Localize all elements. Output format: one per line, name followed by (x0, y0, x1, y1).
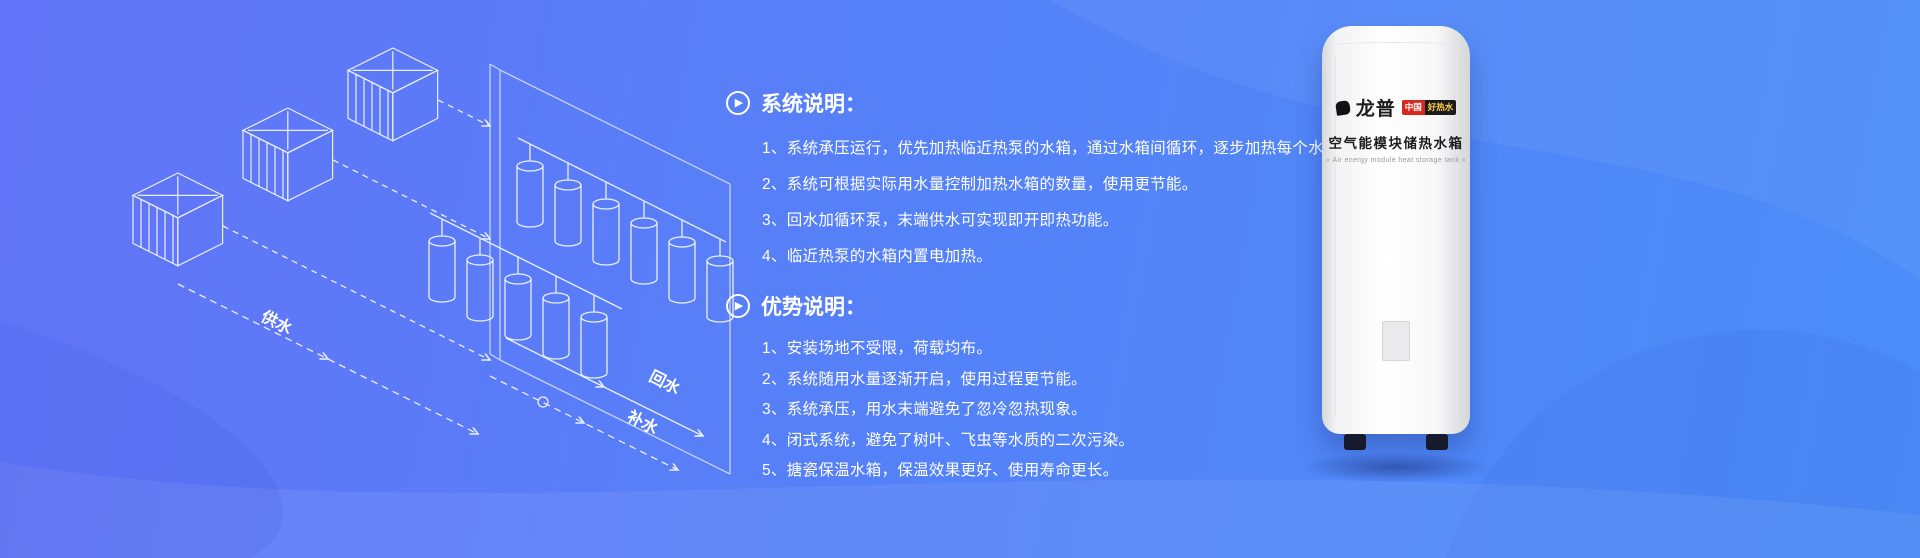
description-item: 3、回水加循环泵，末端供水可实现即开即热功能。 (762, 212, 1119, 229)
section-heading: 优势说明： (761, 296, 866, 319)
heat-pump-unit (347, 47, 439, 142)
product-title: 空气能模块储热水箱 (1328, 136, 1464, 151)
tank-row-back (516, 137, 734, 323)
heat-pump-unit (242, 107, 334, 202)
advantage-item-list: 1、安装场地不受限，荷载均布。 2、系统随用水量逐渐开启，使用过程更节能。 3、… (726, 334, 1326, 487)
tank-shadow (1300, 452, 1492, 482)
brand-logo-icon (1334, 99, 1351, 116)
tank-seam (1335, 56, 1336, 418)
tank-foot (1344, 434, 1366, 450)
description-item: 5、搪瓷保温水箱，保温效果更好、使用寿命更长。 (762, 462, 1119, 479)
section-heading-row: ▶ 优势说明： (726, 291, 1326, 321)
heat-pump-unit (132, 172, 224, 267)
description-item: 2、系统可根据实际用水量控制加热水箱的数量，使用更节能。 (762, 176, 1198, 193)
section-heading: 系统说明： (761, 93, 866, 116)
tank-row-front (428, 212, 623, 379)
return-label: 回水 (646, 367, 684, 399)
system-diagram: 供水 回水 补水 (132, 47, 734, 475)
description-item: 2、系统随用水量逐渐开启，使用过程更节能。 (762, 370, 1087, 388)
play-circle-icon: ▶ (726, 91, 750, 115)
description-item: 4、闭式系统，避免了树叶、飞虫等水质的二次污染。 (762, 431, 1135, 449)
product-tank: 龙普 中国 好热水 空气能模块储热水箱 « Air energy module … (1300, 26, 1492, 482)
makeup-label: 补水 (623, 406, 662, 438)
section-advantage: ▶ 优势说明： 1、安装场地不受限，荷载均布。 2、系统随用水量逐渐开启，使用过… (726, 291, 1326, 487)
tank-body: 龙普 中国 好热水 空气能模块储热水箱 « Air energy module … (1322, 26, 1470, 434)
description-item: 1、系统承压运行，优先加热临近热泵的水箱，通过水箱间循环，逐步加热每个水箱。 (762, 140, 1356, 157)
description-column: ▶ 系统说明： 1、系统承压运行，优先加热临近热泵的水箱，通过水箱间循环，逐步加… (726, 88, 1356, 503)
tank-lid (1330, 42, 1462, 49)
product-subtitle: « Air energy module heat storage tank » (1326, 157, 1466, 164)
brand-row: 龙普 中国 好热水 (1322, 94, 1470, 121)
brand-name: 龙普 (1355, 99, 1396, 120)
brand-badge: 中国 好热水 (1401, 100, 1457, 115)
section-system: ▶ 系统说明： 1、系统承压运行，优先加热临近热泵的水箱，通过水箱间循环，逐步加… (726, 88, 1356, 275)
play-circle-icon: ▶ (726, 294, 750, 318)
rating-sticker (1382, 321, 1410, 361)
badge-left: 中国 (1401, 100, 1425, 115)
supply-line (177, 283, 478, 434)
system-item-list: 1、系统承压运行，优先加热临近热泵的水箱，通过水箱间循环，逐步加热每个水箱。 2… (726, 131, 1356, 275)
tank-foot (1426, 434, 1448, 450)
frame-plane (489, 63, 731, 475)
section-heading-row: ▶ 系统说明： (726, 88, 1326, 118)
connection-pipes (222, 99, 490, 360)
description-item: 3、系统承压，用水末端避免了忽冷忽热现象。 (762, 401, 1087, 418)
pump-symbol (537, 396, 549, 408)
tank-seam (1456, 56, 1457, 418)
badge-right: 好热水 (1424, 100, 1457, 115)
tank-label: 龙普 中国 好热水 空气能模块储热水箱 « Air energy module … (1322, 94, 1470, 164)
description-item: 1、安装场地不受限，荷载均布。 (762, 340, 993, 357)
description-item: 4、临近热泵的水箱内置电加热。 (762, 248, 993, 265)
